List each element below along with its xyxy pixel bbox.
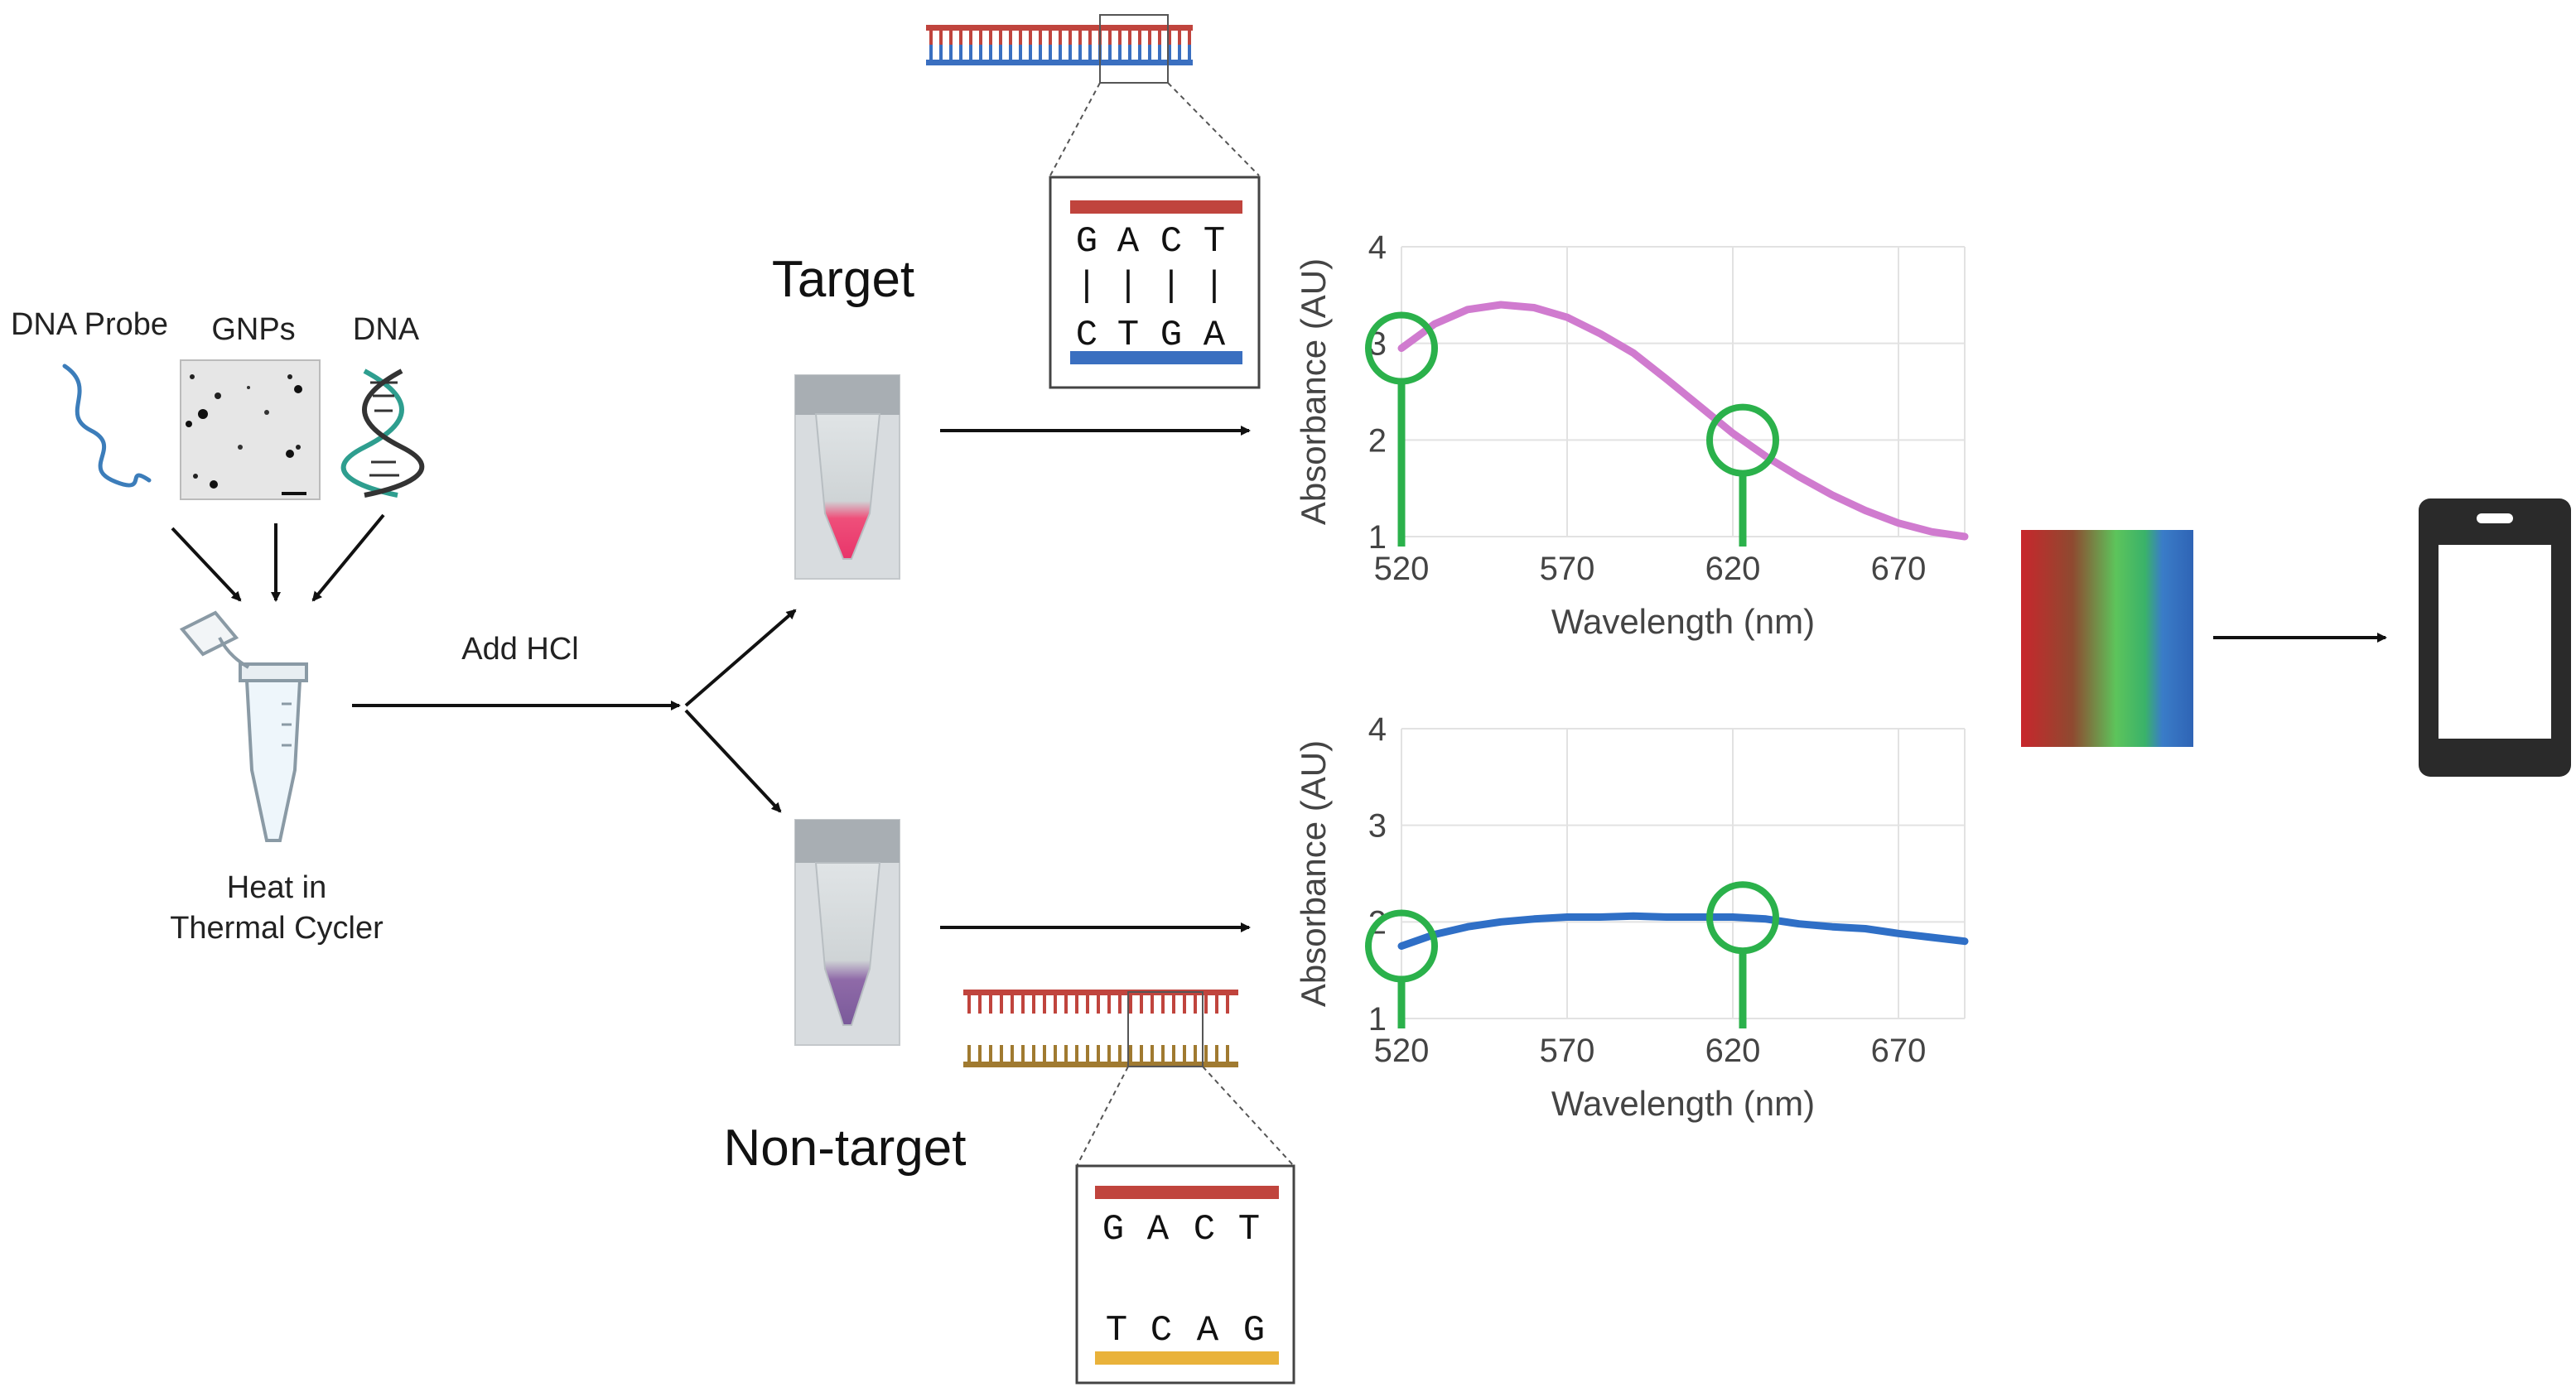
arrow-dna-to-tube bbox=[311, 513, 385, 602]
x-tick-label: 620 bbox=[1705, 1033, 1761, 1069]
target-top-base-1: A bbox=[1117, 221, 1140, 262]
y-axis-label: Absorbance (AU) bbox=[1294, 258, 1333, 525]
absorbance-curve bbox=[1397, 301, 1969, 541]
x-tick-label: 520 bbox=[1374, 551, 1430, 587]
label-target: Target bbox=[772, 251, 914, 308]
label-dna: DNA bbox=[353, 312, 420, 347]
wavelength-marker-circle bbox=[1706, 403, 1779, 477]
x-axis-label: Wavelength (nm) bbox=[1551, 1084, 1815, 1123]
label-dna-probe: DNA Probe bbox=[11, 307, 168, 342]
label-add-hcl: Add HCl bbox=[461, 632, 579, 667]
nontarget-top-base-3: T bbox=[1238, 1209, 1260, 1250]
target-pair-2: | bbox=[1160, 266, 1182, 307]
x-tick-label: 570 bbox=[1540, 1033, 1595, 1069]
nontarget-bottom-base-3: G bbox=[1243, 1310, 1265, 1351]
nontarget-tube-photo bbox=[794, 819, 900, 1046]
nontarget-bottom-base-1: C bbox=[1151, 1310, 1172, 1351]
wavelength-marker-circle bbox=[1706, 881, 1779, 955]
y-tick-label: 4 bbox=[1368, 711, 1387, 748]
nontarget-top-base-2: C bbox=[1194, 1209, 1215, 1250]
target-tube-photo bbox=[794, 374, 900, 580]
y-tick-label: 3 bbox=[1368, 808, 1387, 845]
absorbance-curve bbox=[1397, 912, 1969, 950]
target-bottom-base-0: C bbox=[1076, 315, 1097, 356]
arrow-branch-target bbox=[684, 609, 797, 707]
pcr-tube-icon bbox=[179, 610, 308, 842]
dna-helix-icon bbox=[340, 368, 425, 498]
x-axis-label: Wavelength (nm) bbox=[1551, 602, 1815, 641]
nontarget-inset-box: G A C T T C A G bbox=[1075, 1164, 1295, 1385]
x-tick-label: 520 bbox=[1374, 1033, 1430, 1069]
target-bottom-base-3: A bbox=[1204, 315, 1226, 356]
nontarget-bottom-base-0: T bbox=[1106, 1310, 1127, 1351]
target-bottom-base-2: G bbox=[1160, 315, 1182, 356]
nontarget-top-base-0: G bbox=[1102, 1209, 1124, 1250]
target-inset-box: G A C T | | | | C T G A bbox=[1049, 176, 1261, 389]
wavelength-marker-circle bbox=[1365, 311, 1438, 385]
x-tick-label: 670 bbox=[1871, 551, 1927, 587]
label-non-target: Non-target bbox=[724, 1120, 967, 1177]
label-heat-line2: Thermal Cycler bbox=[170, 911, 384, 946]
y-tick-label: 1 bbox=[1368, 519, 1387, 556]
target-pair-1: | bbox=[1117, 266, 1139, 307]
arrow-probe-to-tube bbox=[171, 527, 242, 602]
arrow-branch-nontarget bbox=[684, 709, 782, 813]
target-pair-0: | bbox=[1076, 266, 1097, 307]
gnp-micrograph-image bbox=[180, 359, 321, 500]
y-tick-label: 2 bbox=[1368, 422, 1387, 459]
y-tick-label: 4 bbox=[1368, 229, 1387, 266]
wavelength-marker-circle bbox=[1365, 909, 1438, 983]
x-tick-label: 570 bbox=[1540, 551, 1595, 587]
target-duplex-icon bbox=[926, 14, 1260, 176]
target-bottom-base-1: T bbox=[1117, 315, 1139, 356]
x-tick-label: 620 bbox=[1705, 551, 1761, 587]
y-tick-label: 1 bbox=[1368, 1001, 1387, 1038]
dna-probe-icon bbox=[62, 364, 152, 488]
label-heat-line1: Heat in bbox=[227, 870, 326, 905]
target-pair-3: | bbox=[1204, 266, 1225, 307]
label-gnps: GNPs bbox=[211, 312, 295, 347]
nontarget-top-base-1: A bbox=[1147, 1209, 1170, 1250]
rgb-color-bar bbox=[2021, 530, 2193, 747]
target-top-base-3: T bbox=[1204, 221, 1225, 262]
target-top-base-2: C bbox=[1160, 221, 1182, 262]
target-top-base-0: G bbox=[1076, 221, 1097, 262]
smartphone-icon bbox=[2419, 498, 2571, 777]
nontarget-bottom-base-2: A bbox=[1197, 1310, 1219, 1351]
y-axis-label: Absorbance (AU) bbox=[1294, 740, 1333, 1007]
x-tick-label: 670 bbox=[1871, 1033, 1927, 1069]
nontarget-duplex-icon bbox=[963, 990, 1295, 1167]
